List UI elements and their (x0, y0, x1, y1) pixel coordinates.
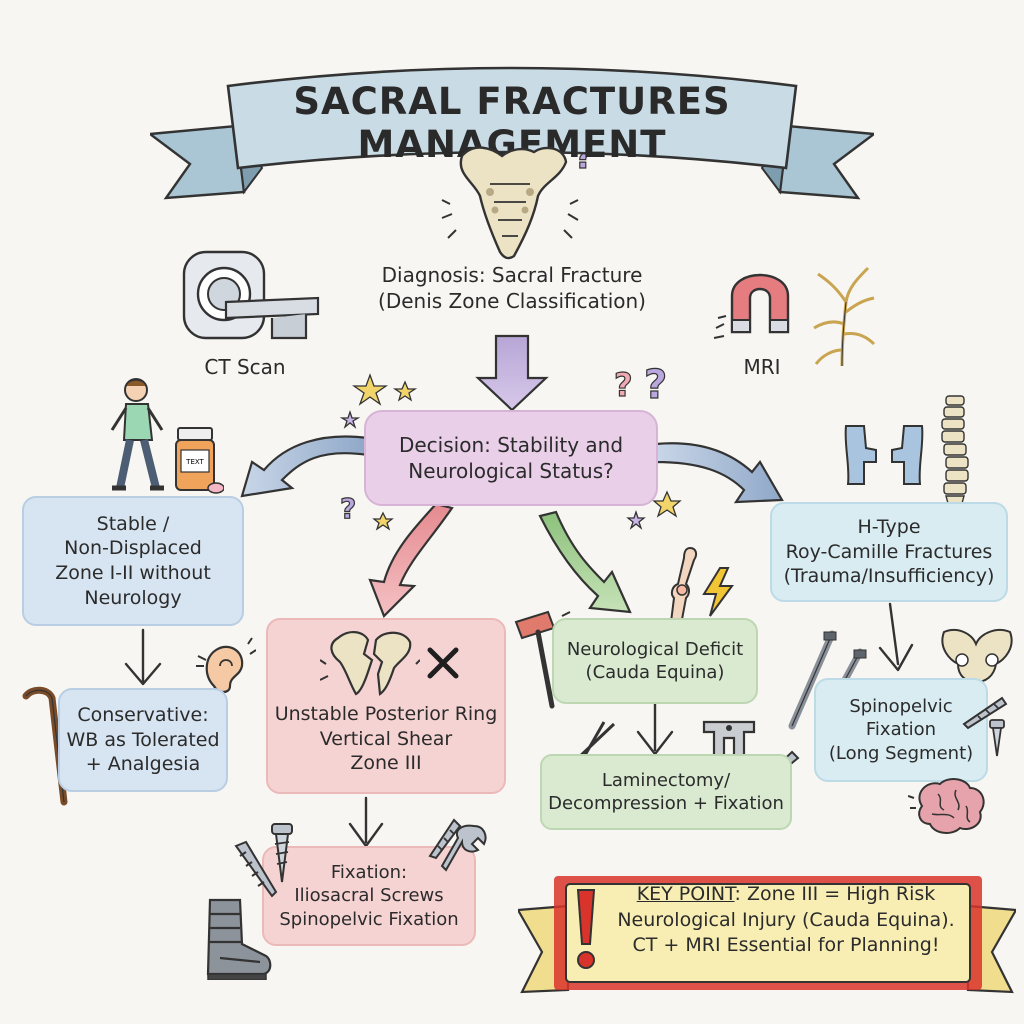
laminectomy-text: Laminectomy/ Decompression + Fixation (548, 769, 784, 814)
lightning-icon (698, 566, 738, 618)
mri-label: MRI (743, 355, 781, 379)
pill-bottle-icon: ТЕXT (172, 424, 225, 494)
title-banner: SACRAL FRACTURES MANAGEMENT (150, 56, 874, 206)
arrow-unstable-fixation (348, 796, 384, 848)
key-point-line-2: Neurological Injury (Cauda Equina). (617, 908, 955, 931)
stars-decoration (339, 373, 682, 531)
walking-person-icon (104, 376, 170, 496)
cane-icon (20, 686, 70, 808)
boot-brace-icon (200, 896, 274, 981)
brain-icon (907, 776, 988, 842)
screw-icon-left (232, 840, 282, 900)
arrow-decision-stable (240, 435, 370, 498)
spinopelvic-text: Spinopelvic Fixation (Long Segment) (828, 695, 974, 764)
pill-bottle-label: ТЕXT (185, 458, 204, 466)
screw-icon-middle (266, 822, 298, 886)
htype-text: H-Type Roy-Camille Fractures (Trauma/Ins… (783, 515, 995, 588)
key-point-line-1-text: : Zone III = High Risk (734, 883, 936, 905)
screw-icon-spinopelvic-1 (962, 696, 1008, 732)
screw-icon-spinopelvic-2 (986, 718, 1010, 758)
x-mark-icon (426, 646, 460, 680)
diagnosis-text: Diagnosis: Sacral Fracture (Denis Zone C… (378, 263, 646, 313)
h-fracture-icon (842, 420, 926, 490)
key-point-banner: KEY POINT: Zone III = High Risk Neurolog… (518, 870, 1016, 1010)
conservative-box: Conservative: WB as Tolerated + Analgesi… (58, 688, 228, 792)
laminectomy-box: Laminectomy/ Decompression + Fixation (540, 754, 792, 830)
key-point-label: KEY POINT (636, 883, 735, 905)
key-point-line-3: CT + MRI Essential for Planning! (632, 934, 940, 957)
ear-icon (194, 636, 257, 698)
stable-box: Stable / Non-Displaced Zone I-II without… (22, 496, 244, 626)
arrow-diagnosis-decision (475, 334, 549, 412)
broken-pelvis-icon (319, 624, 421, 700)
svg-text:?: ? (644, 362, 667, 408)
key-point-line-1: KEY POINT: Zone III = High Risk (604, 882, 968, 908)
unstable-text: Unstable Posterior Ring Vertical Shear Z… (274, 702, 498, 775)
arrow-decision-unstable (368, 502, 454, 618)
arrow-decision-neuro (538, 510, 632, 614)
neuro-text: Neurological Deficit (Cauda Equina) (566, 638, 744, 683)
fixation-text: Fixation: Iliosacral Screws Spinopelvic … (279, 861, 459, 930)
wrench-icon (440, 822, 490, 878)
decision-box: Decision: Stability and Neurological Sta… (364, 410, 658, 506)
decision-text: Decision: Stability and Neurological Sta… (398, 433, 624, 483)
arrow-decision-htype (654, 442, 784, 504)
screw-icon-right (426, 818, 462, 862)
svg-text:?: ? (614, 366, 633, 404)
banner-ribbon (150, 66, 874, 200)
neuro-box: Neurological Deficit (Cauda Equina) (552, 618, 758, 704)
pelvis-icon (938, 624, 1016, 686)
unstable-box: Unstable Posterior Ring Vertical Shear Z… (266, 618, 506, 794)
fixation-box: Fixation: Iliosacral Screws Spinopelvic … (262, 846, 476, 946)
arrow-neuro-laminectomy (636, 700, 674, 756)
magnet-icon (712, 258, 808, 344)
stable-text: Stable / Non-Displaced Zone I-II without… (55, 512, 211, 609)
spinopelvic-box: Spinopelvic Fixation (Long Segment) (814, 678, 988, 782)
nerve-icon (808, 262, 878, 372)
svg-text:?: ? (340, 492, 356, 525)
warning-icon (572, 884, 600, 976)
key-point-ribbon (518, 876, 1016, 994)
sacrum-icon (440, 134, 580, 264)
vertebra-icon (700, 714, 758, 764)
htype-box: H-Type Roy-Camille Fractures (Trauma/Ins… (770, 502, 1008, 602)
page-title: SACRAL FRACTURES MANAGEMENT (293, 80, 731, 166)
arrow-htype-spinopelvic (878, 602, 914, 672)
ct-scan-label: CT Scan (204, 355, 286, 379)
arrow-stable-conservative (124, 628, 162, 686)
key-point-text: KEY POINT: Zone III = High Risk Neurolog… (604, 882, 968, 959)
conservative-text: Conservative: WB as Tolerated + Analgesi… (66, 703, 220, 776)
ct-scanner-icon (176, 246, 326, 346)
